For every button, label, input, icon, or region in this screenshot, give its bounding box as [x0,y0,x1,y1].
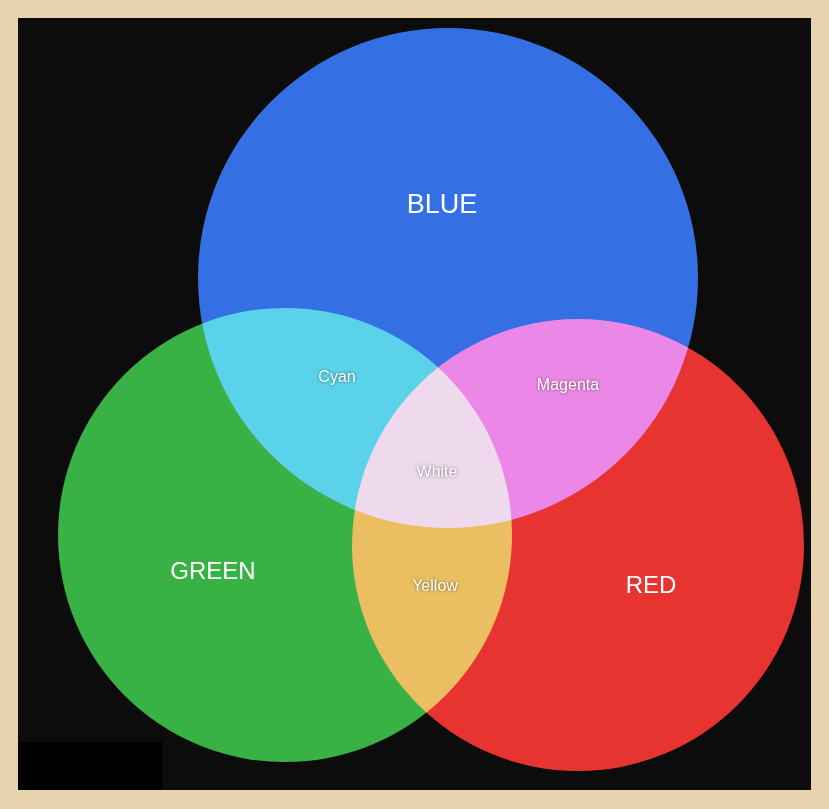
overlap-label: Magenta [537,376,599,394]
black-patch [18,742,162,790]
circle-label: RED [626,572,677,598]
light-disc [352,319,804,771]
overlap-label: Yellow [412,577,458,595]
circle-label: GREEN [170,558,255,584]
overlap-label: Cyan [318,368,355,386]
circle-label: BLUE [407,190,478,220]
overlap-label: White [417,463,458,481]
black-screen [18,18,811,790]
